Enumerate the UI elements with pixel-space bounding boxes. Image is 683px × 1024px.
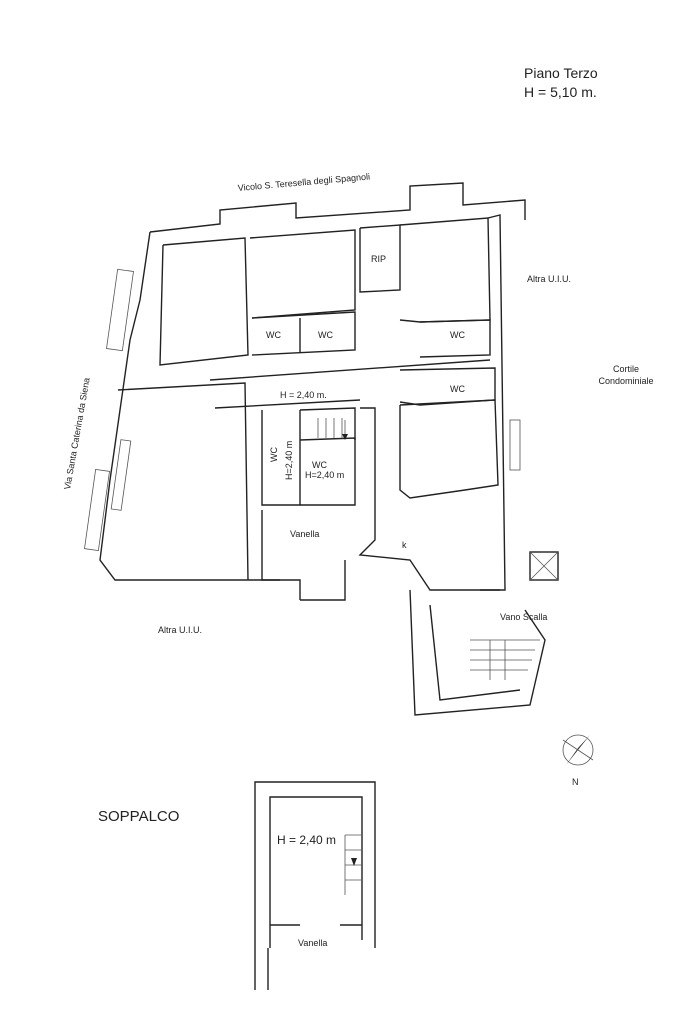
- other-unit-bottom-label: Altra U.I.U.: [158, 625, 202, 635]
- compass-north-label: N: [572, 777, 579, 787]
- vanella-label: Vanella: [290, 529, 319, 539]
- corridor-height-label: H = 2,40 m.: [280, 390, 327, 400]
- room-wc-6-height: H=2,40 m: [305, 470, 344, 480]
- room-wc-6-label: WC: [312, 460, 327, 470]
- room-wc-4-label: WC: [450, 384, 465, 394]
- room-wc-3-label: WC: [450, 330, 465, 340]
- compass-icon: [562, 734, 594, 766]
- mezzanine-height: H = 2,40 m: [277, 833, 336, 847]
- room-wc-5-height: H=2,40 m: [284, 441, 294, 480]
- floor-height: H = 5,10 m.: [524, 84, 597, 100]
- stair-room-label: Vano Scalla: [500, 612, 547, 622]
- room-rip-label: RIP: [371, 254, 386, 264]
- main-walls: [84, 182, 559, 716]
- street-top-label: Vicolo S. Teresella degli Spagnoli: [237, 171, 370, 193]
- courtyard-label-1: Cortile: [613, 364, 639, 374]
- mezzanine-title: SOPPALCO: [98, 808, 179, 825]
- room-wc-5-label: WC: [269, 447, 279, 462]
- other-unit-right-label: Altra U.I.U.: [527, 274, 571, 284]
- room-k-label: k: [402, 540, 407, 550]
- room-wc-2-label: WC: [318, 330, 333, 340]
- street-left-label: Via Santa Caterina da Siena: [62, 377, 92, 490]
- mezzanine-walls: [254, 781, 376, 990]
- floor-title: Piano Terzo: [524, 65, 598, 81]
- room-wc-1-label: WC: [266, 330, 281, 340]
- mezzanine-vanella-label: Vanella: [298, 938, 327, 948]
- courtyard-label-2: Condominiale: [598, 376, 653, 386]
